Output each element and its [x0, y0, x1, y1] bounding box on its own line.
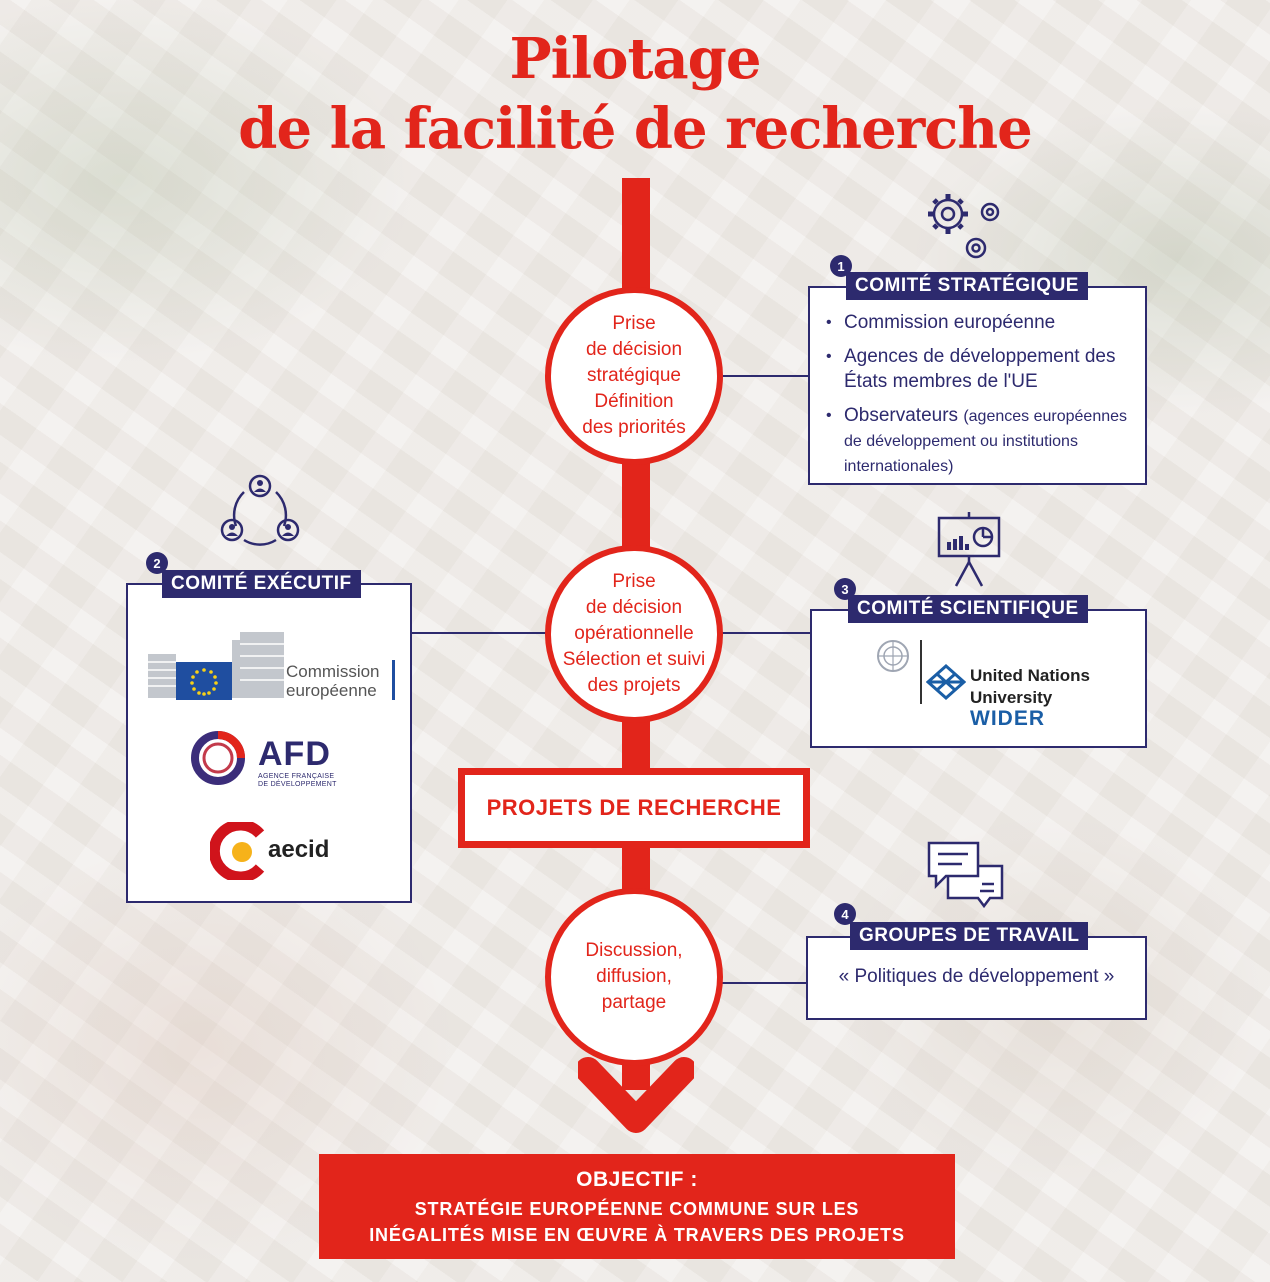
- projets-de-recherche-box: PROJETS DE RECHERCHE: [458, 768, 810, 848]
- page-title-line-1: Pilotage: [509, 26, 762, 92]
- gears-icon: [928, 194, 1000, 259]
- comite-strategique-box: Commission européenne Agences de dévelop…: [808, 286, 1147, 485]
- step-operational-decision: Prise de décision opérationnelle Sélecti…: [545, 545, 723, 723]
- ec-logo-divider: [392, 660, 395, 700]
- connector-strategique: [723, 375, 809, 377]
- afd-sub-line-2: DE DÉVELOPPEMENT: [258, 781, 337, 788]
- afd-logo-icon: [191, 731, 245, 785]
- observateurs-label: Observateurs: [844, 405, 959, 426]
- comite-scientifique-number: 3: [834, 578, 856, 600]
- projets-de-recherche-label: PROJETS DE RECHERCHE: [465, 775, 803, 841]
- unu-line-2: University: [970, 688, 1053, 707]
- groupes-de-travail-title: GROUPES DE TRAVAIL: [850, 922, 1089, 950]
- member-agences: Agences de développement des États membr…: [844, 346, 1116, 392]
- comite-strategique-title: COMITÉ STRATÉGIQUE: [846, 272, 1088, 300]
- presentation-board-icon: [937, 512, 1001, 587]
- ec-building-logo-icon: [148, 632, 284, 698]
- connector-groupes: [720, 982, 807, 984]
- network-people-icon: [220, 474, 300, 546]
- objectif-label: OBJECTIF :: [576, 1168, 698, 1191]
- aecid-logo-icon: [210, 822, 265, 880]
- member-ec: Commission européenne: [844, 312, 1056, 333]
- step-discussion-text: Discussion, diffusion, partage: [585, 940, 683, 1013]
- flow-arrow-head: [578, 1057, 694, 1133]
- comite-scientifique-box: [810, 609, 1147, 748]
- comite-scientifique-title: COMITÉ SCIENTIFIQUE: [848, 595, 1088, 623]
- connector-scientifique: [718, 632, 811, 634]
- connector-executif: [410, 632, 550, 634]
- ec-logo-line-1: Commission: [286, 662, 380, 681]
- step-operational-decision-text: Prise de décision opérationnelle Sélecti…: [562, 571, 706, 696]
- page-title-line-2: de la facilité de recherche: [238, 96, 1032, 162]
- unu-line-1: United Nations: [970, 666, 1090, 685]
- groupes-de-travail-box: « Politiques de développement »: [806, 936, 1147, 1020]
- objectif-line-2: INÉGALITÉS MISE EN ŒUVRE À TRAVERS DES P…: [369, 1225, 905, 1245]
- objectif-line-1: STRATÉGIE EUROPÉENNE COMMUNE SUR LES: [414, 1199, 860, 1219]
- un-emblem-icon: [877, 640, 909, 672]
- ec-logo-line-2: européenne: [286, 681, 377, 700]
- comite-strategique-list: Commission européenne Agences de dévelop…: [826, 310, 1135, 487]
- observateurs-note: (agences européennes de développement ou…: [844, 408, 1128, 475]
- list-item: Observateurs (agences européennes de dév…: [826, 403, 1135, 478]
- step-strategic-decision-text: Prise de décision stratégique Définition…: [582, 313, 686, 438]
- unu-logo-text: United Nations University: [970, 665, 1090, 709]
- afd-logo-subtitle: AGENCE FRANÇAISE DE DÉVELOPPEMENT: [258, 773, 337, 789]
- aecid-logo-text: aecid: [268, 836, 330, 863]
- objectif-banner: OBJECTIF : STRATÉGIE EUROPÉENNE COMMUNE …: [319, 1154, 955, 1259]
- step-strategic-decision: Prise de décision stratégique Définition…: [545, 287, 723, 465]
- step-discussion: Discussion, diffusion, partage: [545, 888, 723, 1066]
- wider-logo-text: WIDER: [970, 707, 1045, 730]
- list-item: Commission européenne: [826, 310, 1135, 335]
- un-logo-divider: [920, 640, 922, 704]
- groupes-de-travail-number: 4: [834, 903, 856, 925]
- unu-wider-logo-icon: [926, 664, 966, 700]
- groupes-de-travail-text: « Politiques de développement »: [838, 966, 1115, 987]
- chat-bubbles-icon: [927, 841, 1004, 909]
- eu-flag-icon: [176, 662, 232, 700]
- list-item: Agences de développement des États membr…: [826, 344, 1135, 394]
- ec-logo-text: Commission européenne: [286, 662, 380, 700]
- comite-executif-number: 2: [146, 552, 168, 574]
- afd-logo-text: AFD: [258, 735, 331, 773]
- comite-executif-title: COMITÉ EXÉCUTIF: [162, 570, 361, 598]
- afd-sub-line-1: AGENCE FRANÇAISE: [258, 773, 335, 780]
- comite-strategique-number: 1: [830, 255, 852, 277]
